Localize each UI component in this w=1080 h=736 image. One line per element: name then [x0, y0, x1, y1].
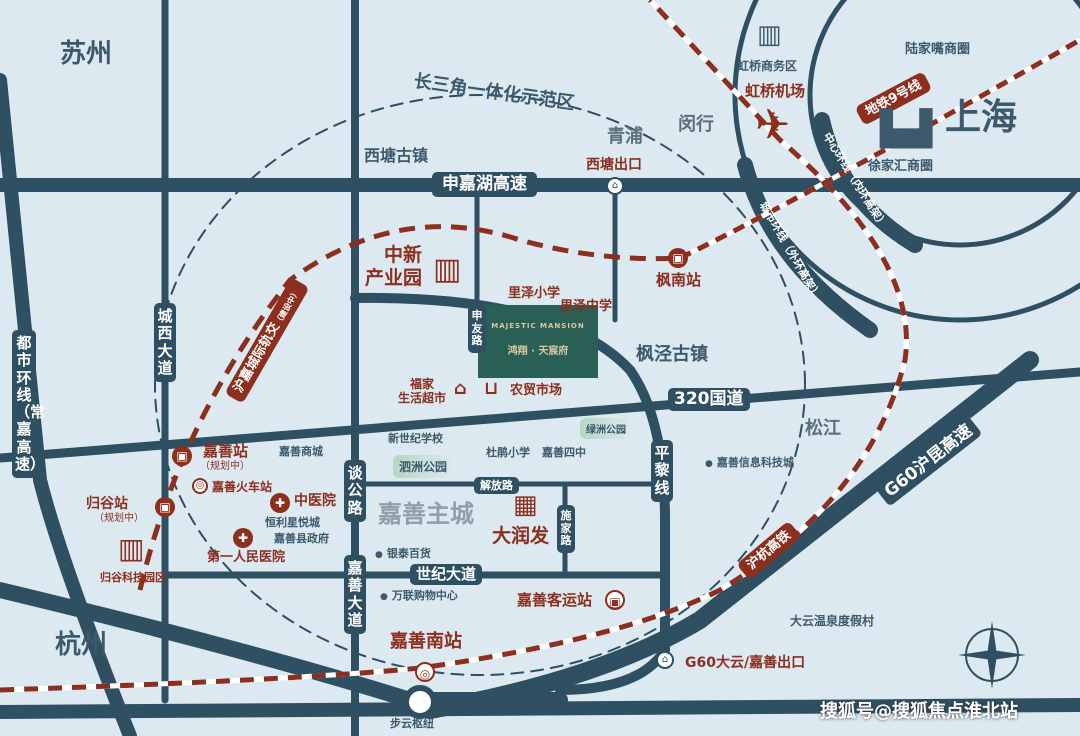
jiashan-mall: 嘉善商城: [279, 445, 323, 458]
bus-station: 嘉善客运站: [517, 591, 593, 609]
road-shenjiahu: 申嘉湖高速: [432, 172, 537, 197]
exit-icon: ⌂: [606, 177, 624, 195]
dayun-resort: 大云温泉度假村: [790, 614, 875, 628]
road-g320: 320国道: [668, 388, 750, 411]
building-icon: ▦: [513, 490, 538, 520]
south-expressway: [0, 582, 568, 708]
g320-road: [0, 367, 1080, 463]
tcm-hospital: 中医院: [294, 493, 336, 509]
road-pingli: 平黎线: [651, 440, 673, 502]
jiashan-station: 嘉善站: [203, 442, 249, 460]
fengjing-town: 枫泾古镇: [636, 344, 708, 365]
inner-ring-road: [807, 0, 1080, 248]
building-icon: ▥: [433, 252, 462, 287]
road-chengxi: 城西大道: [154, 303, 176, 382]
buyun-roundabout: [403, 685, 437, 719]
train-icon: ▣: [155, 497, 175, 517]
road-jiashan-ave: 嘉善大道: [344, 555, 366, 634]
g60-expressway: [421, 351, 1039, 719]
bottom-expressway: [0, 698, 1080, 719]
g60-exit: G60大云/嘉善出口: [685, 655, 806, 671]
region-suzhou: 苏州: [60, 39, 113, 69]
train-icon: ▣: [668, 248, 688, 268]
project-site: [478, 305, 598, 378]
wanlian-mall: 万联购物中心: [380, 590, 458, 602]
xinshiji-school: 新世纪学校: [388, 432, 443, 445]
main-city-label: 嘉善主城: [378, 500, 474, 528]
region-hangzhou: 杭州: [55, 630, 108, 660]
xitang-town: 西塘古镇: [364, 146, 429, 165]
farmers-market: 农贸市场: [510, 383, 563, 398]
region-minhang: 闵行: [678, 114, 714, 135]
hongqiao-cbd: 虹桥商务区: [737, 59, 798, 73]
region-shanghai: 上海: [945, 97, 1018, 138]
xitang-exit: 西塘出口: [586, 157, 642, 173]
guigu-station-status: （规划中）: [94, 513, 144, 524]
train-icon: ▣: [172, 446, 192, 466]
info-tech-city: 嘉善信息科技城: [705, 457, 794, 469]
lize-middle: 里泽中学: [560, 299, 613, 314]
rail-icon: ◎: [192, 478, 208, 494]
rail-icon: ◎: [415, 662, 435, 682]
dushi-ring-road: [0, 73, 137, 736]
building-icon: ▥: [757, 20, 782, 50]
skyline-icon: ▙▟: [880, 109, 933, 149]
road-jiefang: 解放路: [474, 477, 519, 494]
fengnan-station: 枫南站: [656, 271, 702, 289]
building-icon: ▥: [118, 532, 145, 565]
jiashan-south-station: 嘉善南站: [390, 631, 462, 652]
bus-icon: ▣: [605, 590, 625, 610]
metro9-line-dash: [678, 37, 1080, 261]
lize-primary: 里泽小学: [508, 286, 561, 301]
dupeng-primary: 杜鹃小学: [486, 446, 530, 459]
road-shijia: 施家路: [557, 505, 575, 553]
jiashan-station-status: （规划中）: [200, 461, 250, 472]
project-name-cn: 鸿翔 · 天宸府: [507, 346, 569, 357]
lujiazui: 陆家嘴商圈: [905, 42, 971, 57]
sizhou-park: 泗洲公园: [393, 455, 454, 478]
jiashan-no4: 嘉善四中: [542, 446, 586, 459]
first-hospital: 第一人民医院: [207, 550, 286, 565]
region-songjiang: 松江: [805, 418, 841, 439]
lvzhou-park: 绿洲公园: [580, 418, 632, 439]
darunfa: 大润发: [492, 525, 550, 547]
road-shiji: 世纪大道: [410, 564, 483, 585]
road-dushi: 都市环线（常嘉高速）: [12, 330, 45, 478]
demo-zone-boundary: [154, 94, 806, 676]
compass-icon: [958, 621, 1026, 689]
fujia-supermarket: 福家 生活超市: [398, 377, 447, 406]
hospital-icon: ✚: [270, 493, 290, 513]
exit-icon: ⌂: [656, 651, 674, 669]
buyun-hub: 步云枢纽: [390, 717, 434, 730]
hsr-line-dash: [0, 0, 909, 693]
zhongxin-park: 中新 产业园: [365, 244, 423, 289]
shop-icon: ⌂: [454, 378, 467, 399]
airplane-icon: ✈: [755, 100, 791, 149]
yintai-department: 银泰百货: [375, 548, 431, 560]
road-tangong: 谈公路: [344, 460, 366, 522]
basket-icon: ⊔: [484, 378, 499, 399]
road-shenyou: 申友路: [468, 305, 486, 353]
watermark: 搜狐号@搜狐焦点淮北站: [820, 701, 1018, 722]
jiashan-train-station: 嘉善火车站: [212, 480, 273, 494]
project-name-en: MAJESTIC MANSION: [491, 322, 585, 330]
guigu-station: 归谷站: [86, 496, 128, 512]
region-qingpu: 青浦: [607, 126, 643, 147]
county-government: 嘉善县政府: [274, 532, 329, 545]
guigu-tech-park: 归谷科技园区: [100, 571, 166, 584]
hongqiao-airport: 虹桥机场: [745, 82, 806, 100]
xujiahui: 徐家汇商圈: [868, 159, 934, 174]
hengli-mall: 恒利星悦城: [265, 516, 320, 529]
hospital-icon: ✚: [233, 528, 253, 548]
